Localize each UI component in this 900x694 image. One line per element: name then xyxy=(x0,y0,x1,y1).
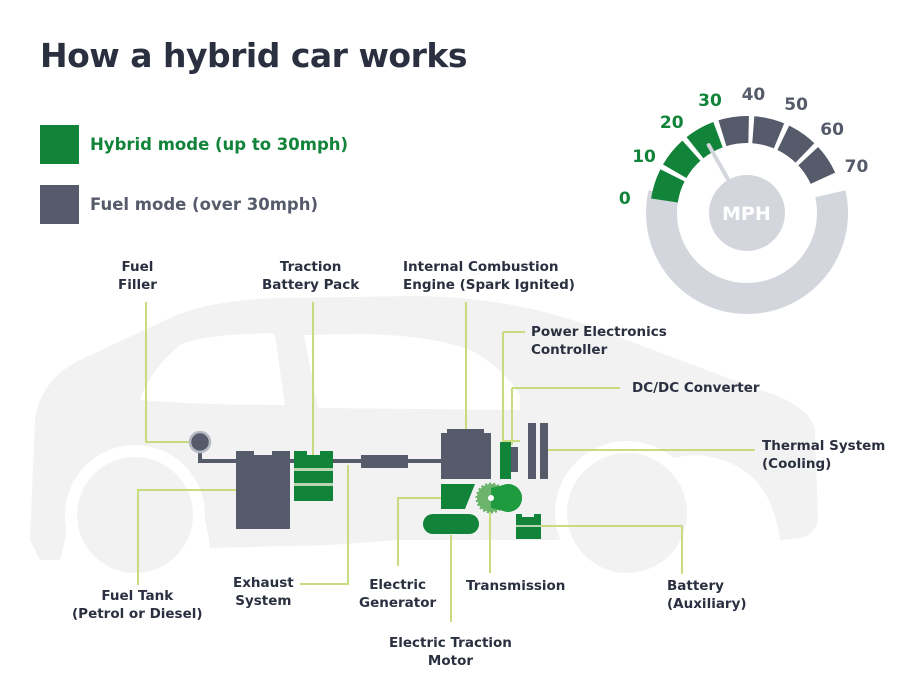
leader-fuel-filler xyxy=(145,302,192,443)
fuel-filler-cap xyxy=(188,430,212,454)
label-line: (Petrol or Diesel) xyxy=(72,606,203,622)
label-line: System xyxy=(235,593,292,609)
leader-pec xyxy=(502,332,520,442)
dcdc-converter xyxy=(511,447,518,472)
legend-item-fuel: Fuel mode (over 30mph) xyxy=(40,185,318,224)
legend-label-hybrid: Hybrid mode (up to 30mph) xyxy=(90,135,349,154)
legend-label-fuel: Fuel mode (over 30mph) xyxy=(90,195,319,214)
power-electronics-controller xyxy=(500,442,511,479)
exhaust-muffler xyxy=(361,455,408,468)
leader-aux-battery xyxy=(540,525,683,574)
gauge-tick-30: 30 xyxy=(698,91,722,112)
electric-traction-motor xyxy=(423,514,479,534)
label-dcdc: DC/DC Converter xyxy=(632,379,760,397)
gauge-segment-60-70 xyxy=(798,147,836,184)
gauge-track xyxy=(646,190,849,314)
speed-gauge xyxy=(646,115,849,314)
label-fuel-filler: Fuel Filler xyxy=(118,258,157,294)
gauge-tick-60: 60 xyxy=(820,120,844,141)
label-aux-battery: Battery (Auxiliary) xyxy=(667,577,747,613)
label-line: Transmission xyxy=(466,578,566,594)
leader-lines xyxy=(137,302,755,622)
label-exhaust: Exhaust System xyxy=(233,574,294,610)
label-pec: Power Electronics Controller xyxy=(531,323,667,359)
label-line: Exhaust xyxy=(233,575,294,591)
gauge-segment-30-40 xyxy=(718,115,749,147)
gauge-hub xyxy=(709,175,785,251)
gauge-tick-70: 70 xyxy=(844,156,869,177)
label-line: Engine (Spark Ignited) xyxy=(403,277,575,293)
label-traction-battery: Traction Battery Pack xyxy=(262,258,359,294)
label-thermal: Thermal System (Cooling) xyxy=(762,437,885,473)
label-line: Electric xyxy=(369,577,426,593)
legend-swatch-hybrid xyxy=(40,125,79,164)
label-line: Generator xyxy=(359,595,437,611)
gauge-tick-50: 50 xyxy=(784,95,808,116)
gauge-segment-50-60 xyxy=(777,125,815,163)
label-line: (Cooling) xyxy=(762,456,832,472)
label-line: Fuel Tank xyxy=(101,588,174,604)
auxiliary-battery xyxy=(516,514,541,539)
label-generator: Electric Generator xyxy=(359,576,436,612)
gauge-segment-0-10 xyxy=(651,169,685,203)
label-line: Fuel xyxy=(121,259,154,275)
label-line: (Auxiliary) xyxy=(667,596,747,612)
label-line: Battery Pack xyxy=(262,277,360,293)
gauge-tick-10: 10 xyxy=(632,146,656,167)
label-line: Thermal System xyxy=(762,438,886,454)
legend-item-hybrid: Hybrid mode (up to 30mph) xyxy=(40,125,348,164)
label-line: Electric Traction xyxy=(389,635,512,651)
gauge-segment-20-30 xyxy=(686,122,723,159)
label-line: Traction xyxy=(279,259,342,275)
label-line: Motor xyxy=(427,653,474,669)
gauge-tick-20: 20 xyxy=(659,112,684,133)
leader-fuel-tank xyxy=(137,489,236,585)
gauge-tick-40: 40 xyxy=(741,85,766,106)
label-transmission: Transmission xyxy=(466,577,565,595)
gauge-unit-label: MPH xyxy=(722,203,771,225)
traction-battery-pack xyxy=(294,451,333,501)
electric-generator xyxy=(441,484,475,509)
leader-exhaust xyxy=(300,465,349,585)
label-line: Filler xyxy=(118,277,157,293)
transmission xyxy=(475,482,522,514)
ice-shaft xyxy=(400,459,441,463)
label-line: DC/DC Converter xyxy=(632,380,760,396)
gauge-segment-40-50 xyxy=(752,116,785,149)
legend-swatch-fuel xyxy=(40,185,79,224)
gauge-tick-0: 0 xyxy=(618,188,631,209)
page-title: How a hybrid car works xyxy=(40,36,467,75)
label-fuel-tank: Fuel Tank (Petrol or Diesel) xyxy=(72,587,203,623)
label-line: Power Electronics xyxy=(531,324,667,340)
label-line: Internal Combustion xyxy=(403,259,559,275)
label-line: Battery xyxy=(667,578,724,594)
fuel-tank xyxy=(236,451,290,529)
thermal-plate-2 xyxy=(540,423,548,479)
gauge-segment-10-20 xyxy=(663,140,701,178)
label-line: Controller xyxy=(531,342,608,358)
car-silhouette xyxy=(30,296,818,585)
leader-generator xyxy=(397,497,442,566)
label-traction-motor: Electric Traction Motor xyxy=(389,634,512,670)
internal-combustion-engine xyxy=(441,429,491,479)
thermal-plate-1 xyxy=(528,423,536,479)
label-ice: Internal Combustion Engine (Spark Ignite… xyxy=(403,258,575,294)
